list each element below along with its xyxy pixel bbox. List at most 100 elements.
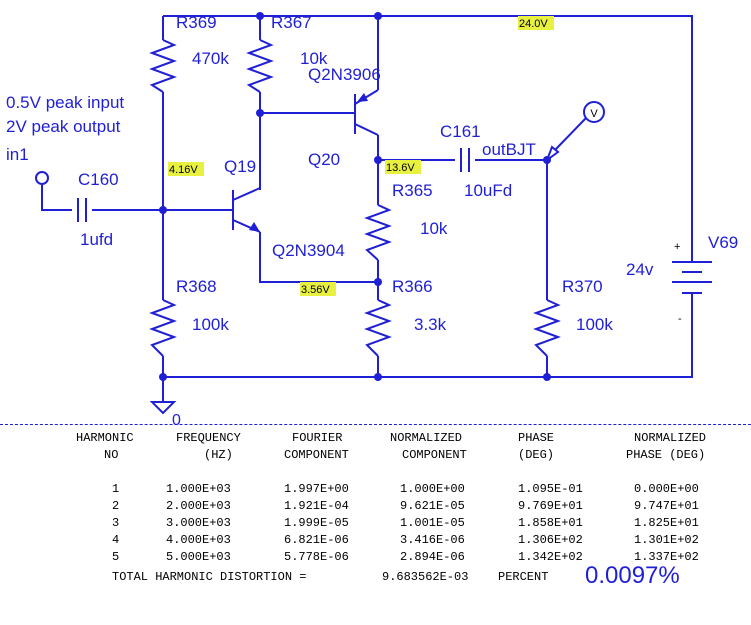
v69-ref: V69 xyxy=(708,233,738,252)
r367-ref: R367 xyxy=(271,13,312,32)
hdr-normalized: NORMALIZED xyxy=(390,431,463,445)
resistor-r365 xyxy=(364,204,392,261)
table-cell: 1.001E-05 xyxy=(400,516,465,530)
v69-value: 24v xyxy=(626,260,654,279)
input-label: in1 xyxy=(6,145,29,164)
hdr-hz: (HZ) xyxy=(204,448,233,462)
circuit-schematic: V 24.0V 4.16V 13.6V 3.56V 0.5V peak inpu… xyxy=(6,12,738,429)
table-cell: 3 xyxy=(112,516,120,530)
v69-minus: - xyxy=(678,313,682,325)
capacitor-c160 xyxy=(77,198,87,222)
resistor-r367 xyxy=(246,39,274,93)
table-cell: 1.997E+00 xyxy=(284,482,349,496)
hdr-phase-deg: PHASE (DEG) xyxy=(626,448,706,462)
wire-input xyxy=(41,185,233,211)
table-cell: 2.000E+03 xyxy=(166,499,231,513)
resistor-r368 xyxy=(149,299,177,357)
r368-ref: R368 xyxy=(176,277,217,296)
output-label: outBJT xyxy=(482,140,536,159)
r370-ref: R370 xyxy=(562,277,603,296)
base-voltage: 4.16V xyxy=(169,164,198,176)
table-cell: 9.769E+01 xyxy=(518,499,583,513)
r370-value: 100k xyxy=(576,315,613,334)
table-cell: 5.778E-06 xyxy=(284,550,349,564)
hdr-normalized-phase: NORMALIZED xyxy=(634,431,707,445)
voltage-source-v69 xyxy=(672,261,712,294)
v69-plus: + xyxy=(674,241,680,253)
r365-ref: R365 xyxy=(392,181,433,200)
resistor-r370 xyxy=(533,299,561,357)
table-cell: 1.000E+00 xyxy=(400,482,465,496)
c161-value: 10uFd xyxy=(464,181,512,200)
table-cell: 1.301E+02 xyxy=(634,533,699,547)
thd-unit: PERCENT xyxy=(498,570,549,584)
collector-voltage: 13.6V xyxy=(386,162,415,174)
hdr-component: COMPONENT xyxy=(284,448,349,462)
transistor-q19 xyxy=(232,187,261,233)
q20-model: Q2N3906 xyxy=(308,65,381,84)
ground-symbol xyxy=(149,401,177,415)
base-voltage-highlight xyxy=(168,162,204,176)
input-port[interactable] xyxy=(35,171,49,185)
table-cell: 4 xyxy=(112,533,120,547)
hdr-frequency: FREQUENCY xyxy=(176,431,241,445)
table-cell: 2.894E-06 xyxy=(400,550,465,564)
capacitor-c161 xyxy=(460,148,470,172)
r368-value: 100k xyxy=(192,315,229,334)
resistors xyxy=(149,39,561,357)
table-cell: 2 xyxy=(112,499,120,513)
emitter-voltage-highlight xyxy=(300,282,336,296)
q19-ref: Q19 xyxy=(224,157,256,176)
table-cell: 1.342E+02 xyxy=(518,550,583,564)
table-cell: 3.000E+03 xyxy=(166,516,231,530)
table-cell: 1.999E-05 xyxy=(284,516,349,530)
r365-value: 10k xyxy=(420,219,448,238)
table-cell: 0.000E+00 xyxy=(634,482,699,496)
c161-ref: C161 xyxy=(440,122,481,141)
table-cell: 1.306E+02 xyxy=(518,533,583,547)
table-cell: 1.337E+02 xyxy=(634,550,699,564)
thd-value: 9.683562E-03 xyxy=(382,570,469,584)
r367-value: 10k xyxy=(300,49,328,68)
note-output: 2V peak output xyxy=(6,117,121,136)
r369-value: 470k xyxy=(192,49,229,68)
bottom-rail xyxy=(163,293,693,378)
thd-label: TOTAL HARMONIC DISTORTION = xyxy=(112,570,307,584)
c160-ref: C160 xyxy=(78,170,119,189)
table-cell: 1 xyxy=(112,482,120,496)
probe-label: V xyxy=(590,108,598,120)
table-cell: 5.000E+03 xyxy=(166,550,231,564)
thd-callout: 0.0097% xyxy=(585,562,680,589)
supply-voltage: 24.0V xyxy=(519,18,548,30)
table-cell: 1.858E+01 xyxy=(518,516,583,530)
hdr-harmonic: HARMONIC xyxy=(76,431,134,445)
r366-value: 3.3k xyxy=(414,315,447,334)
supply-voltage-highlight xyxy=(518,16,554,30)
table-cell: 1.921E-04 xyxy=(284,499,349,513)
top-rail xyxy=(163,15,693,262)
q19-model: Q2N3904 xyxy=(272,241,345,260)
c160-value: 1ufd xyxy=(80,230,113,249)
voltage-probe[interactable]: V xyxy=(544,101,605,163)
section-divider xyxy=(0,424,751,425)
resistor-r369 xyxy=(149,39,177,93)
table-cell: 5 xyxy=(112,550,120,564)
table-cell: 3.416E-06 xyxy=(400,533,465,547)
note-input: 0.5V peak input xyxy=(6,93,124,112)
table-cell: 4.000E+03 xyxy=(166,533,231,547)
r369-ref: R369 xyxy=(176,13,217,32)
collector-voltage-highlight xyxy=(385,160,421,174)
hdr-component-2: COMPONENT xyxy=(402,448,467,462)
transistor-q20 xyxy=(354,89,379,136)
table-cell: 9.621E-05 xyxy=(400,499,465,513)
hdr-fourier: FOURIER xyxy=(292,431,343,445)
resistor-r366 xyxy=(364,299,392,357)
capacitors xyxy=(77,148,470,222)
r366-ref: R366 xyxy=(392,277,433,296)
table-cell: 1.000E+03 xyxy=(166,482,231,496)
ground-label: 0 xyxy=(172,412,181,429)
table-cell: 6.821E-06 xyxy=(284,533,349,547)
emitter-voltage: 3.56V xyxy=(301,284,330,296)
hdr-phase: PHASE xyxy=(518,431,555,445)
table-cell: 1.095E-01 xyxy=(518,482,583,496)
